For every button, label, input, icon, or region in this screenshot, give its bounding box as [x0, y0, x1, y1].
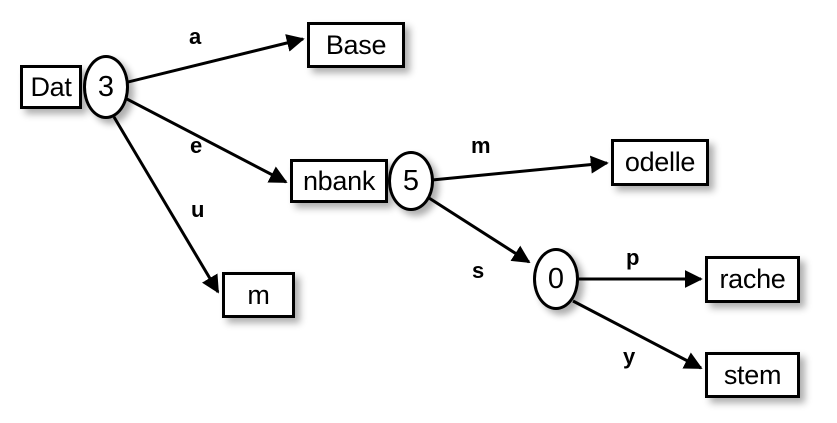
- node-n3[interactable]: Dat: [20, 65, 82, 109]
- node-odelle[interactable]: odelle: [611, 139, 709, 186]
- edge-label-u: u: [191, 197, 205, 222]
- edge-label-m: m: [471, 133, 491, 158]
- node-label: Base: [325, 29, 387, 60]
- edge-a: [123, 34, 305, 85]
- edge-label-y: y: [623, 344, 636, 369]
- edge-label-e: e: [190, 133, 203, 158]
- node-label: Dat: [30, 71, 72, 102]
- node-nbank[interactable]: nbank: [290, 159, 388, 203]
- node-label: odelle: [624, 147, 696, 177]
- node-label: 5: [402, 164, 420, 197]
- node-n3e[interactable]: 3: [83, 55, 129, 119]
- node-label: m: [247, 279, 270, 310]
- edge-y: [572, 299, 703, 370]
- node-label: 3: [97, 70, 115, 103]
- node-stem[interactable]: stem: [705, 352, 800, 398]
- node-base[interactable]: Base: [307, 22, 405, 68]
- edge-label-s: s: [472, 258, 485, 283]
- node-label: rache: [719, 264, 786, 294]
- edge-label-p: p: [626, 245, 640, 270]
- edge-e: [124, 96, 288, 184]
- node-n5e[interactable]: 5: [388, 151, 434, 211]
- edge-m: [431, 155, 609, 182]
- node-label: nbank: [302, 165, 376, 196]
- node-rache[interactable]: rache: [705, 256, 800, 303]
- edge-u: [112, 116, 220, 294]
- node-label: 0: [547, 262, 565, 295]
- node-m[interactable]: m: [222, 272, 295, 318]
- node-n0e[interactable]: 0: [533, 248, 579, 310]
- edge-label-a: a: [189, 24, 202, 49]
- node-label: stem: [723, 359, 782, 390]
- edge-s: [428, 196, 531, 264]
- edges-group: [112, 34, 703, 370]
